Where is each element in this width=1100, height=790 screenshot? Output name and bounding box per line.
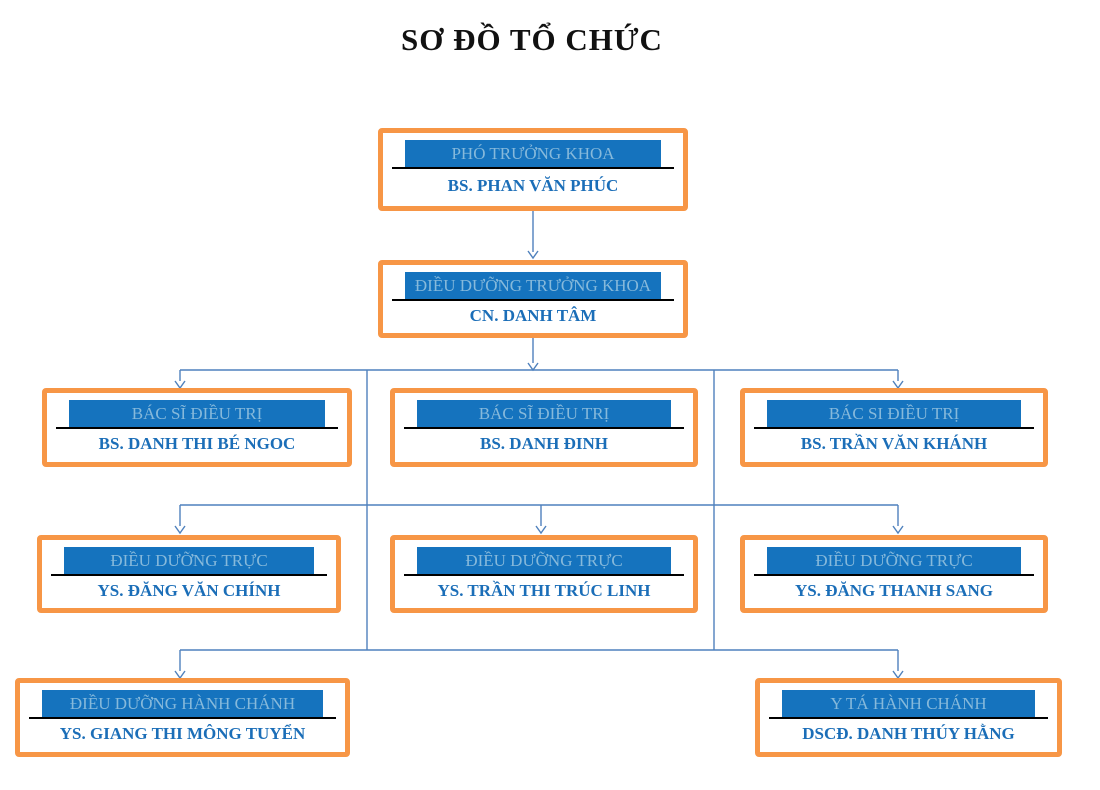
role-bar: Y TÁ HÀNH CHÁNH	[782, 690, 1035, 717]
role-bar: PHÓ TRƯỞNG KHOA	[405, 140, 661, 167]
role-bar: BÁC SĨ ĐIỀU TRỊ	[69, 400, 325, 427]
role-underline: ĐIỀU DƯỠNG TRỰC	[51, 547, 327, 576]
role-bar: ĐIỀU DƯỠNG TRỰC	[417, 547, 671, 574]
role-bar: ĐIỀU DƯỠNG HÀNH CHÁNH	[42, 690, 323, 717]
role-underline: PHÓ TRƯỞNG KHOA	[392, 140, 674, 169]
role-bar: BÁC SĨ ĐIỀU TRỊ	[417, 400, 671, 427]
org-node-dieu-duong-truc-2: ĐIỀU DƯỠNG TRỰC YS. TRẦN THI TRÚC LINH	[390, 535, 698, 613]
page-title: SƠ ĐỒ TỔ CHỨC	[401, 22, 663, 57]
role-underline: BÁC SĨ ĐIỀU TRỊ	[404, 400, 684, 429]
role-underline: BÁC SI ĐIỀU TRỊ	[754, 400, 1034, 429]
org-node-bac-si-1: BÁC SĨ ĐIỀU TRỊ BS. DANH THI BÉ NGOC	[42, 388, 352, 467]
org-node-dieu-duong-truc-3: ĐIỀU DƯỠNG TRỰC YS. ĐĂNG THANH SANG	[740, 535, 1048, 613]
org-node-dieu-duong-hanh-chanh: ĐIỀU DƯỠNG HÀNH CHÁNH YS. GIANG THI MÔNG…	[15, 678, 350, 757]
person-name: BS. PHAN VĂN PHÚC	[447, 176, 619, 195]
role-underline: ĐIỀU DƯỠNG TRỰC	[404, 547, 684, 576]
role-underline: BÁC SĨ ĐIỀU TRỊ	[56, 400, 338, 429]
org-node-bac-si-2: BÁC SĨ ĐIỀU TRỊ BS. DANH ĐINH	[390, 388, 698, 467]
org-node-pho-truong-khoa: PHÓ TRƯỞNG KHOA BS. PHAN VĂN PHÚC	[378, 128, 688, 211]
role-underline: ĐIỀU DƯỠNG HÀNH CHÁNH	[29, 690, 336, 719]
role-bar: ĐIỀU DƯỠNG TRỰC	[64, 547, 314, 574]
person-name: BS. DANH THI BÉ NGOC	[98, 434, 296, 453]
person-name: YS. TRẦN THI TRÚC LINH	[437, 580, 651, 600]
person-name: DSCĐ. DANH THÚY HẰNG	[802, 724, 1015, 743]
role-bar: ĐIỀU DƯỠNG TRỰC	[767, 547, 1021, 574]
person-name: YS. GIANG THI MÔNG TUYỂN	[59, 724, 306, 743]
person-name: CN. DANH TÂM	[469, 305, 597, 325]
org-node-dieu-duong-truong-khoa: ĐIỀU DƯỠNG TRƯỞNG KHOA CN. DANH TÂM	[378, 260, 688, 338]
role-bar: ĐIỀU DƯỠNG TRƯỞNG KHOA	[405, 272, 661, 299]
role-underline: Y TÁ HÀNH CHÁNH	[769, 690, 1048, 719]
person-name: YS. ĐĂNG VĂN CHÍNH	[97, 580, 281, 600]
role-underline: ĐIỀU DƯỠNG TRƯỞNG KHOA	[392, 272, 674, 301]
role-underline: ĐIỀU DƯỠNG TRỰC	[754, 547, 1034, 576]
role-bar: BÁC SI ĐIỀU TRỊ	[767, 400, 1021, 427]
org-node-y-ta-hanh-chanh: Y TÁ HÀNH CHÁNH DSCĐ. DANH THÚY HẰNG	[755, 678, 1062, 757]
person-name: BS. DANH ĐINH	[480, 434, 608, 453]
person-name: YS. ĐĂNG THANH SANG	[794, 580, 994, 600]
org-node-bac-si-3: BÁC SI ĐIỀU TRỊ BS. TRẦN VĂN KHÁNH	[740, 388, 1048, 467]
person-name: BS. TRẦN VĂN KHÁNH	[800, 434, 988, 453]
org-node-dieu-duong-truc-1: ĐIỀU DƯỠNG TRỰC YS. ĐĂNG VĂN CHÍNH	[37, 535, 341, 613]
